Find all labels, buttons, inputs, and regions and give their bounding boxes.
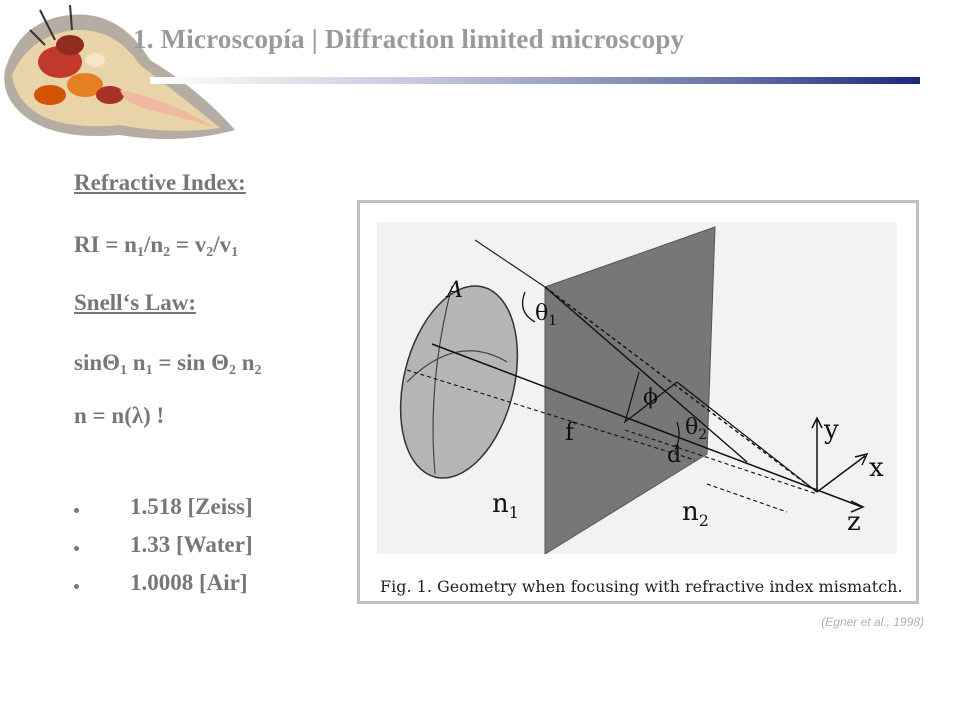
label-y: y bbox=[823, 415, 839, 445]
cone-line-upper bbox=[474, 239, 546, 288]
label-x: x bbox=[869, 453, 884, 483]
n2-dimension-line bbox=[706, 483, 788, 513]
title-underline-bar bbox=[150, 77, 920, 84]
x-axis-arrowhead bbox=[854, 452, 869, 466]
refraction-geometry-diagram: A θ1 ϕ θ2 f d n1 n2 y x z bbox=[399, 226, 884, 554]
theta2-arc bbox=[674, 421, 680, 451]
refractive-index-heading: Refractive Index: bbox=[74, 170, 246, 195]
bullet-icon bbox=[74, 584, 79, 589]
logo-illustration bbox=[0, 0, 240, 150]
d-dimension-line bbox=[624, 429, 818, 495]
y-axis-arrowhead bbox=[811, 416, 823, 429]
refractive-index-list: 1.518 [Zeiss] 1.33 [Water] 1.0008 [Air] bbox=[74, 494, 253, 608]
f-dimension-line bbox=[406, 369, 696, 461]
figure-caption: Fig. 1. Geometry when focusing with refr… bbox=[380, 577, 903, 596]
z-axis-arrowhead bbox=[850, 500, 865, 513]
label-f: f bbox=[565, 418, 576, 446]
optical-axis bbox=[431, 343, 863, 508]
lens-equator bbox=[406, 350, 508, 383]
list-item: 1.33 [Water] bbox=[74, 532, 253, 570]
x-axis bbox=[816, 455, 866, 493]
snell-formula: sinΘ1 n1 = sin Θ2 n2 bbox=[74, 350, 262, 378]
incident-ray bbox=[544, 286, 748, 463]
list-item: 1.518 [Zeiss] bbox=[74, 494, 253, 532]
bullet-icon bbox=[74, 508, 79, 513]
label-phi: ϕ bbox=[643, 385, 658, 410]
snells-law-heading: Snell‘s Law: bbox=[74, 290, 197, 315]
theta1-arc bbox=[521, 291, 536, 323]
label-a: A bbox=[445, 278, 463, 303]
label-d: d bbox=[667, 443, 681, 468]
label-theta2: θ2 bbox=[685, 415, 707, 443]
lens-ellipse bbox=[399, 285, 519, 479]
label-n1: n1 bbox=[492, 489, 519, 522]
label-theta1: θ1 bbox=[535, 301, 557, 329]
refracted-ray bbox=[676, 381, 818, 493]
page-title: 1. Microscopía | Diffraction limited mic… bbox=[133, 24, 685, 54]
ri-formula: RI = n1/n2 = v2/v1 bbox=[74, 232, 239, 260]
label-n2: n2 bbox=[682, 497, 709, 530]
bullet-icon bbox=[74, 546, 79, 551]
figure-credit: (Egner et al., 1998) bbox=[821, 615, 924, 629]
phi-triangle bbox=[623, 371, 678, 424]
lens-meridian bbox=[432, 285, 453, 475]
n-lambda-text: n = n(λ) ! bbox=[74, 403, 165, 428]
label-z: z bbox=[847, 507, 861, 537]
list-item: 1.0008 [Air] bbox=[74, 570, 253, 608]
dashed-ray bbox=[544, 286, 818, 493]
interface-plane bbox=[544, 226, 716, 554]
